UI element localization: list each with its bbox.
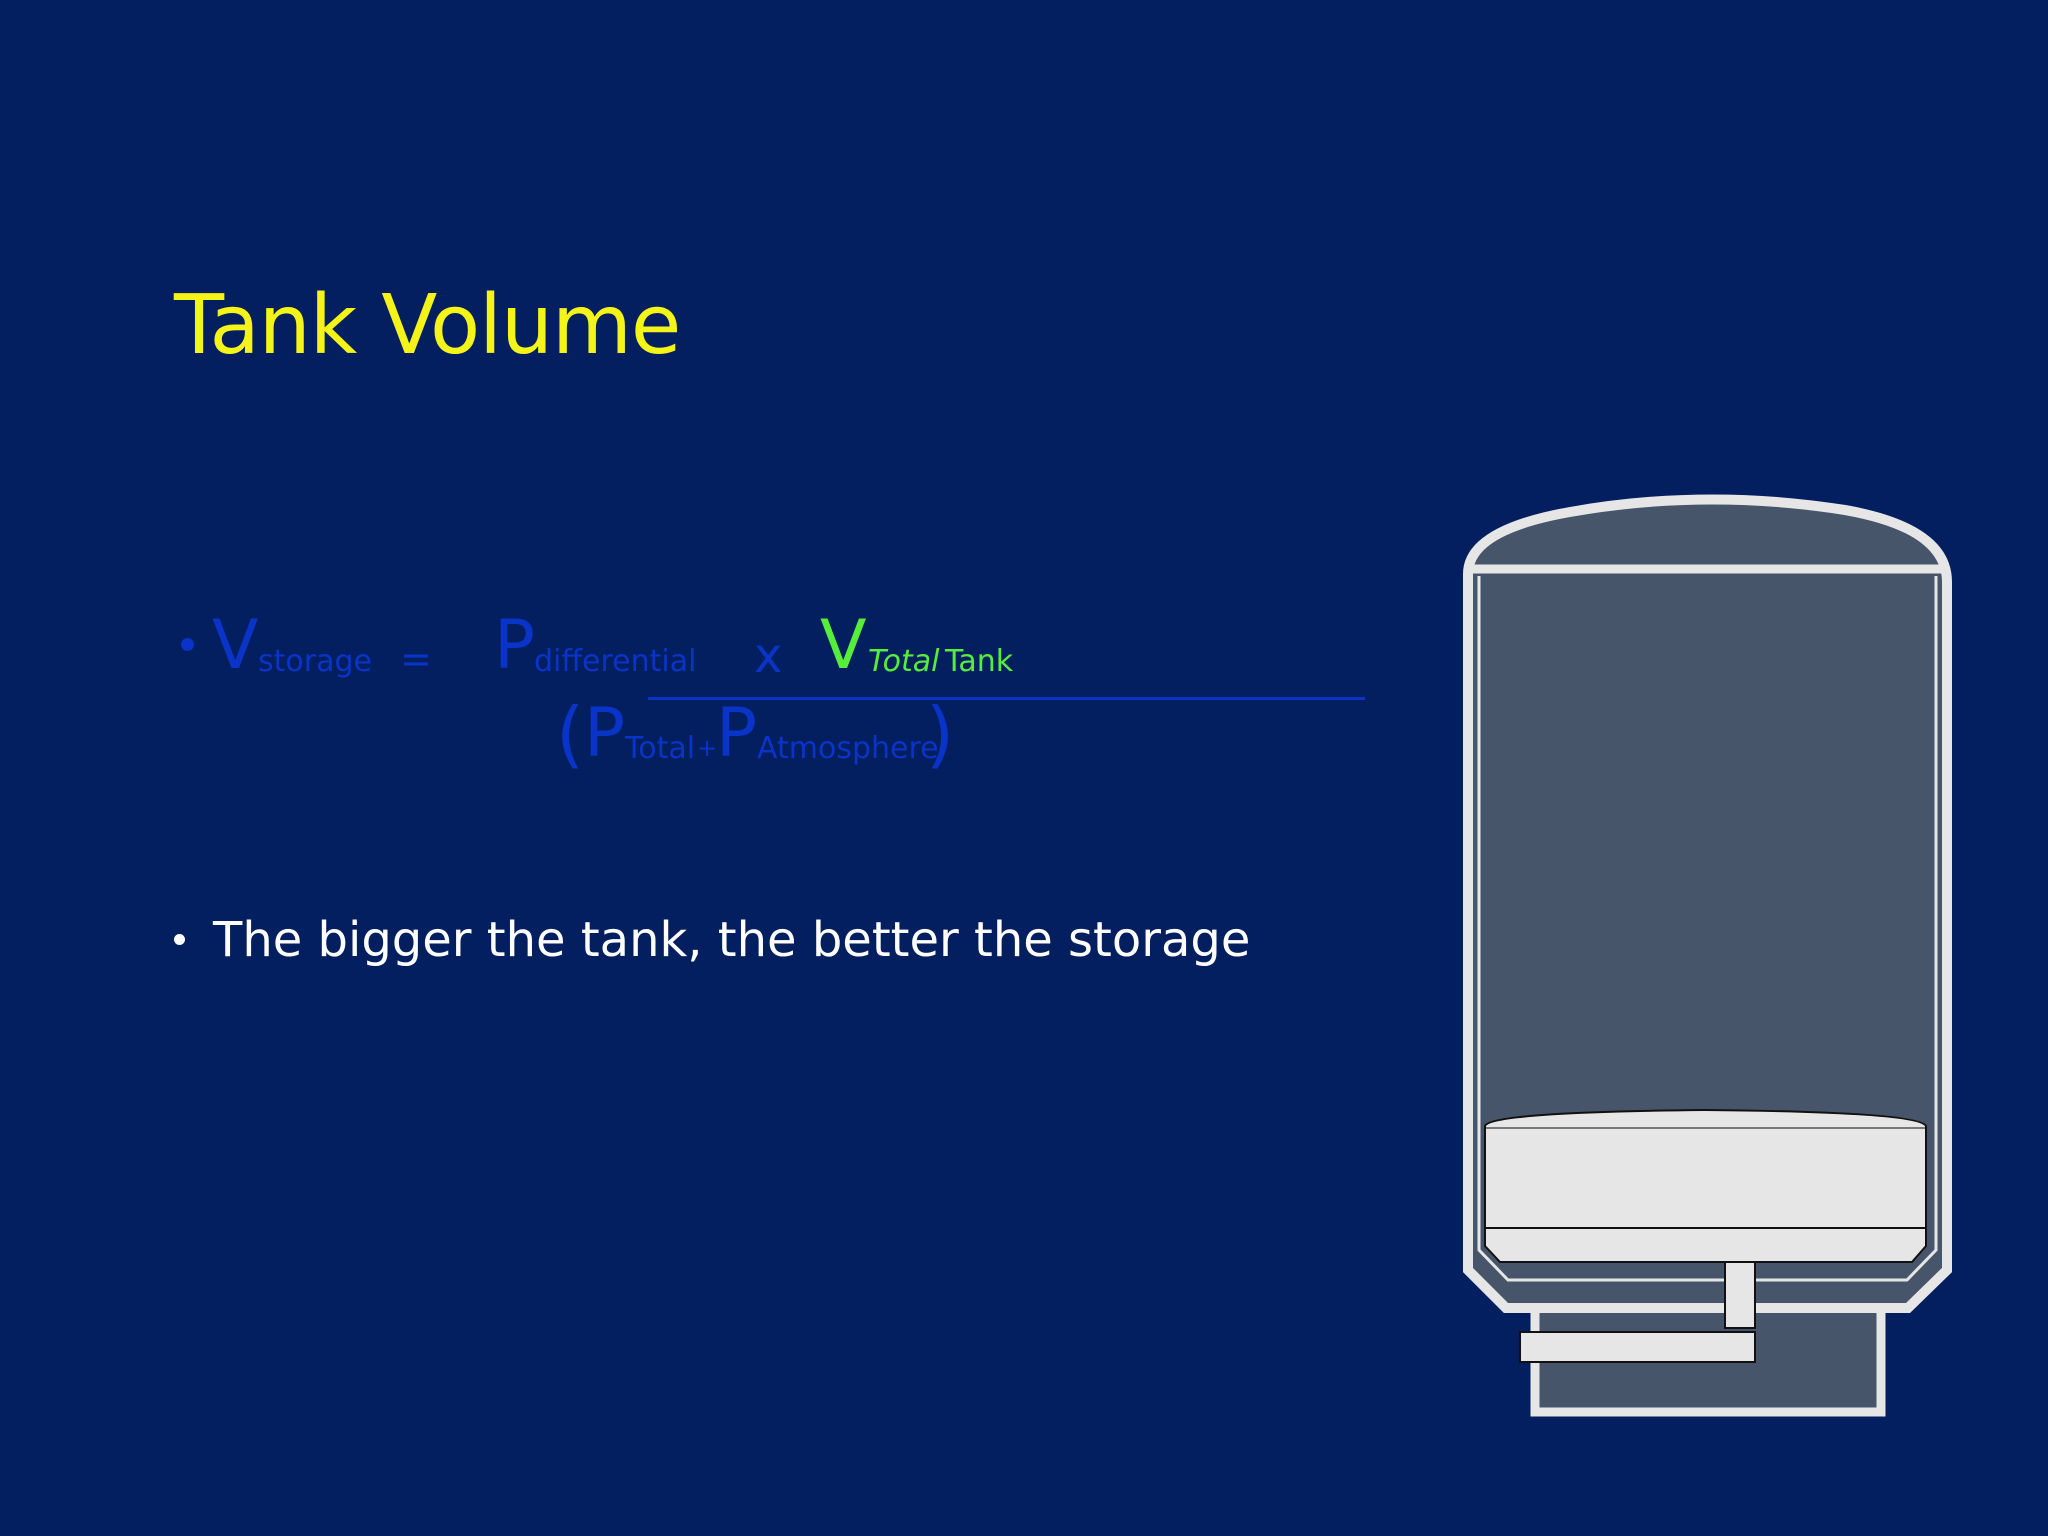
formula-p-total-subscript: Total	[625, 731, 696, 766]
tank-bladder	[1484, 1108, 1927, 1263]
formula-v-storage: V	[212, 606, 259, 685]
slide-title: Tank Volume	[174, 278, 681, 373]
bullet-text: The bigger the tank, the better the stor…	[213, 912, 1251, 968]
formula-bullet	[181, 638, 194, 651]
formula-p-atmosphere: P	[716, 694, 758, 773]
formula-p-total: P	[584, 694, 626, 773]
formula-p-atmosphere-subscript: Atmosphere	[757, 731, 939, 766]
formula-open-paren: (	[556, 692, 585, 776]
formula-times: x	[754, 628, 783, 684]
fraction-bar	[648, 697, 1365, 700]
bullet-dot	[174, 933, 185, 945]
formula-v-tank-subscript: Tank	[945, 644, 1014, 679]
tank-body	[1463, 494, 1952, 1313]
pressure-tank-icon	[1463, 494, 1952, 1417]
formula-close-paren: )	[926, 692, 955, 776]
formula-plus: +	[697, 734, 718, 762]
tank-outlet-elbow	[1519, 1331, 1756, 1363]
formula-p-differential: P	[494, 606, 536, 685]
formula-v-total-subscript: Total	[868, 644, 940, 679]
formula-equals: =	[400, 637, 432, 681]
formula-p-differential-subscript: differential	[534, 644, 697, 679]
tank-inner-liner	[1477, 576, 1938, 1282]
tank-outlet-pipe	[1724, 1261, 1756, 1329]
formula-v-total-tank: V	[820, 606, 867, 685]
formula-v-storage-subscript: storage	[258, 644, 372, 679]
bullet-item: The bigger the tank, the better the stor…	[174, 912, 1250, 968]
